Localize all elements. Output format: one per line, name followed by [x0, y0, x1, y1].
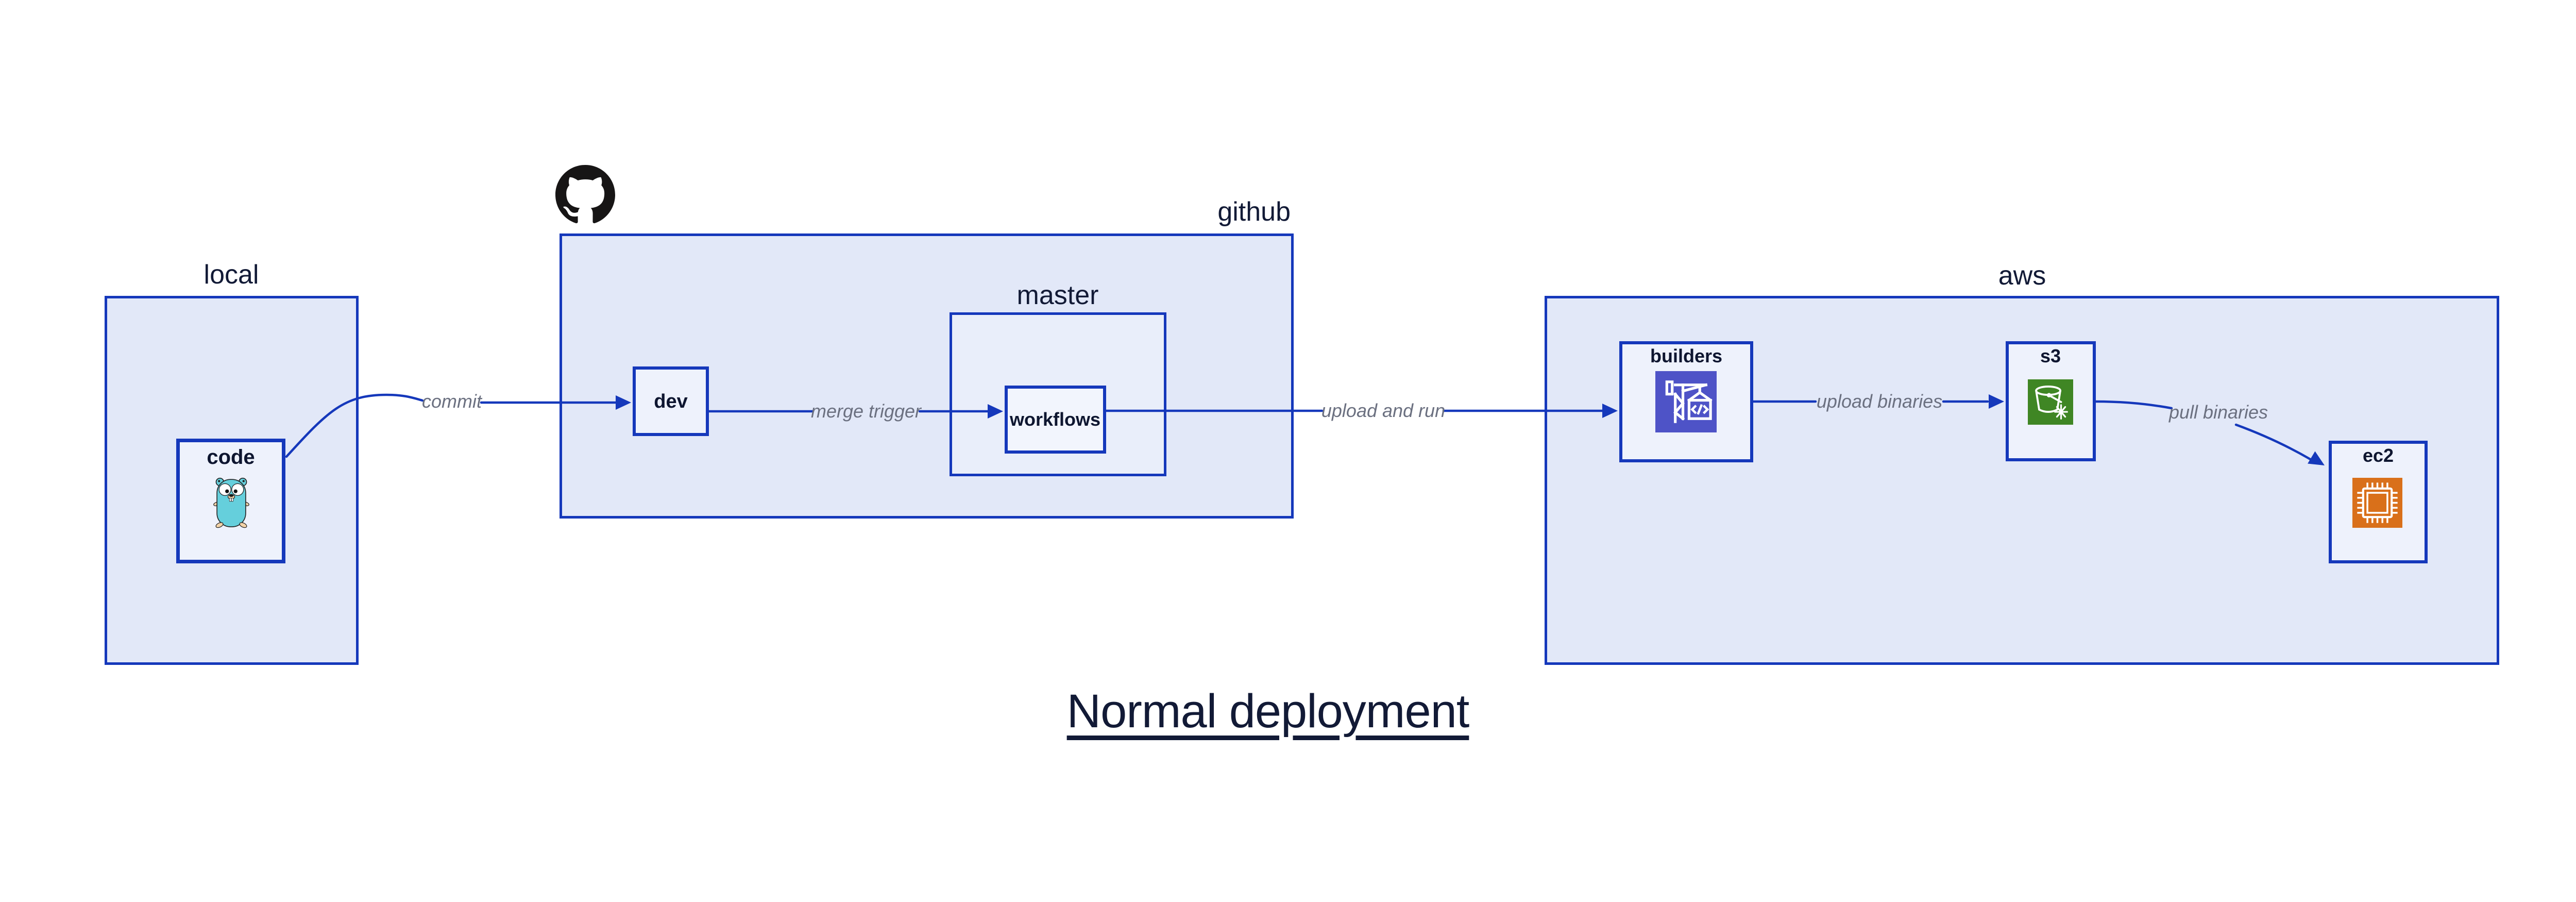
go-gopher-icon	[213, 477, 249, 528]
group-label-master: master	[1016, 280, 1099, 310]
connector-label-commit: commit	[422, 391, 482, 412]
github-octocat-icon	[555, 165, 615, 224]
aws-ec2-icon	[2357, 482, 2398, 523]
node-dev	[633, 366, 709, 436]
connector-label-merge-trigger: merge trigger	[810, 400, 922, 422]
node-label-builders: builders	[1650, 345, 1723, 366]
node-label-s3: s3	[2040, 345, 2061, 366]
connector-label-pull-binaries: pull binaries	[2168, 402, 2268, 423]
connector-label-upload-and-run: upload and run	[1321, 400, 1446, 421]
aws-codebuild-icon	[1665, 380, 1713, 423]
diagram-title: Normal deployment	[1066, 685, 1470, 738]
node-label-workflows: workflows	[1009, 409, 1101, 430]
node-label-ec2: ec2	[2362, 445, 2394, 466]
group-label-github: github	[1217, 197, 1291, 227]
node-workflows	[1005, 386, 1106, 454]
node-label-dev: dev	[654, 391, 688, 412]
group-label-aws: aws	[1998, 261, 2046, 291]
aws-s3-glacier-icon	[2035, 386, 2068, 420]
node-label-code: code	[207, 446, 255, 469]
group-label-local: local	[204, 260, 259, 290]
connector-label-upload-binaries: upload binaries	[1816, 391, 1943, 412]
